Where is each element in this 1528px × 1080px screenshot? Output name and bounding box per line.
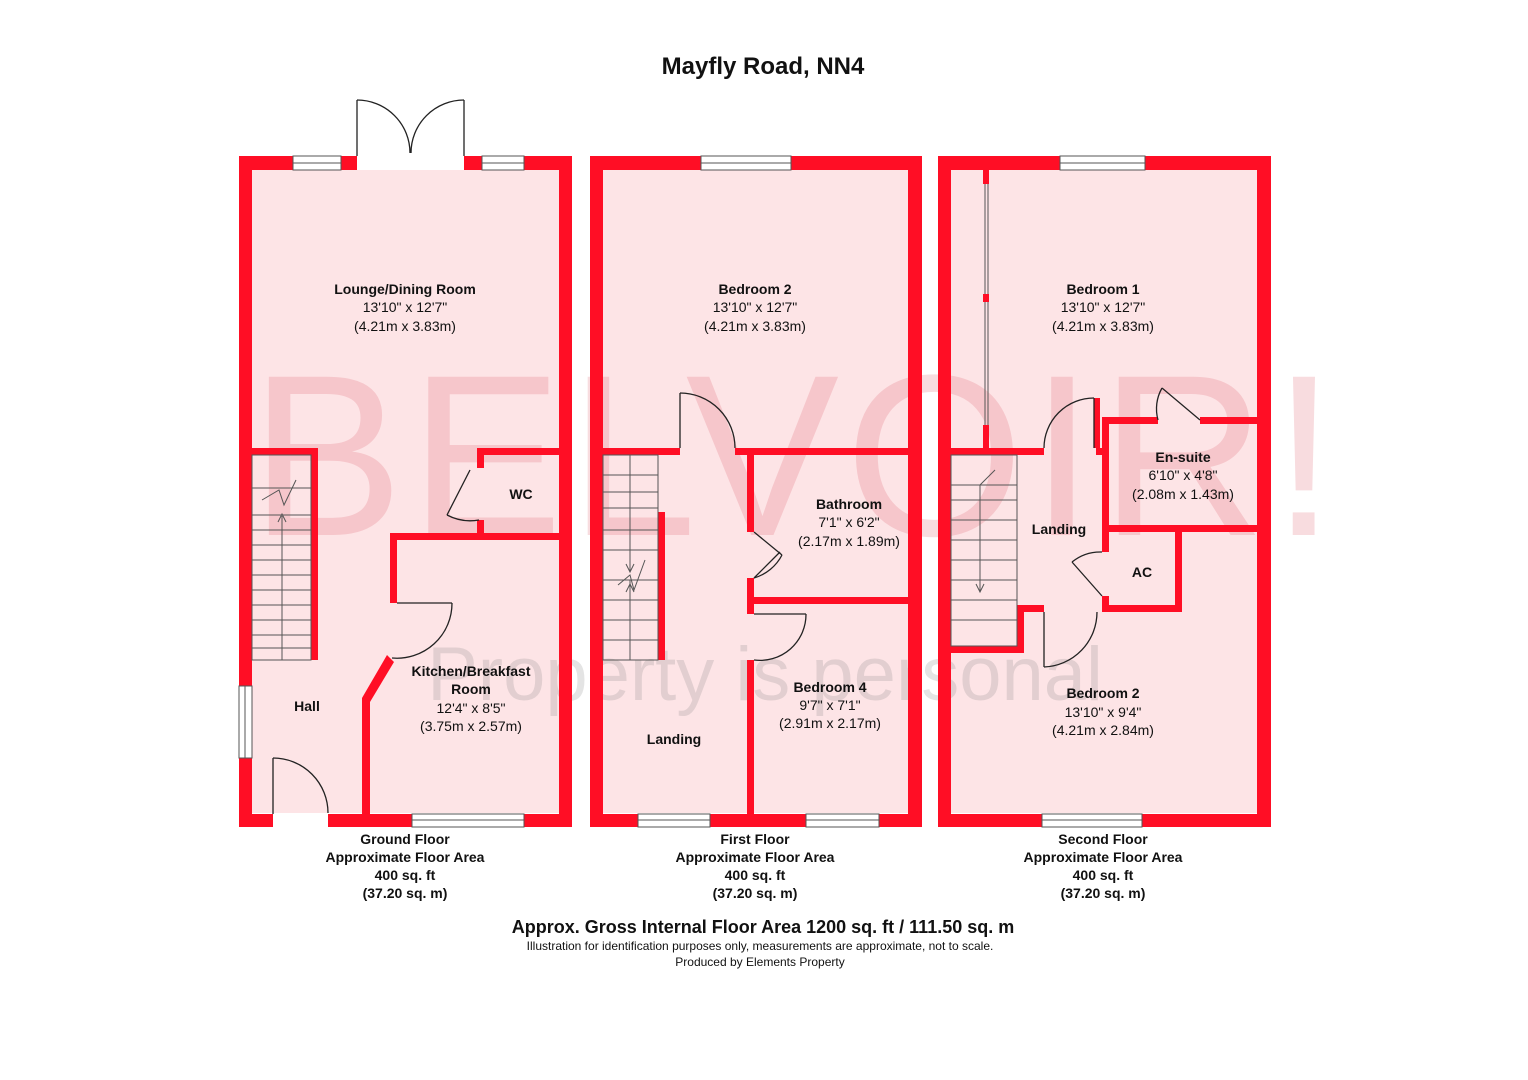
ground-floor-walls xyxy=(239,156,572,827)
floor-area-sqm: (37.20 sq. m) xyxy=(1061,885,1146,901)
room-name: Kitchen/Breakfast xyxy=(411,663,530,679)
watermark: BELVOIR! Property is personal xyxy=(250,327,1342,717)
room-dims-metric: (3.75m x 2.57m) xyxy=(420,718,522,734)
bedroom-2-door-icon xyxy=(679,392,736,449)
ac-door-icon xyxy=(1071,551,1103,597)
room-dims-imperial: 9'7" x 7'1" xyxy=(799,697,860,713)
room-name: Bathroom xyxy=(816,496,882,512)
room-dims-metric: (4.21m x 3.83m) xyxy=(1052,318,1154,334)
floor-area-label: Approximate Floor Area xyxy=(676,849,835,865)
room-name: Landing xyxy=(647,731,701,747)
room-dims-metric: (4.21m x 3.83m) xyxy=(354,318,456,334)
room-dims-imperial: 12'4" x 8'5" xyxy=(437,700,506,716)
room-dims-metric: (2.91m x 2.17m) xyxy=(779,715,881,731)
room-dims-imperial: 13'10" x 12'7" xyxy=(363,299,448,315)
room-dims-metric: (4.21m x 2.84m) xyxy=(1052,722,1154,738)
doors xyxy=(272,99,1201,814)
floor-area-sqft: 400 sq. ft xyxy=(725,867,786,883)
room-name: Bedroom 1 xyxy=(1066,281,1139,297)
stairs-ground-icon xyxy=(251,454,312,661)
floor-name: Ground Floor xyxy=(360,831,450,847)
room-dims-imperial: 13'10" x 9'4" xyxy=(1065,704,1142,720)
floor-name: First Floor xyxy=(720,831,790,847)
kitchen-door-icon xyxy=(391,602,453,659)
front-door-icon xyxy=(272,757,329,814)
room-dims-metric: (2.08m x 1.43m) xyxy=(1132,486,1234,502)
floor-area-label: Approximate Floor Area xyxy=(326,849,485,865)
room-name: WC xyxy=(509,486,532,502)
room-dims-metric: (4.21m x 3.83m) xyxy=(704,318,806,334)
first-floor-walls xyxy=(590,156,922,827)
floor-name: Second Floor xyxy=(1058,831,1148,847)
room-dims-metric: (2.17m x 1.89m) xyxy=(798,533,900,549)
watermark-brand: BELVOIR! xyxy=(250,327,1342,584)
floor-area-sqft: 400 sq. ft xyxy=(375,867,436,883)
room-dims-imperial: 13'10" x 12'7" xyxy=(1061,299,1146,315)
stairs-first-icon xyxy=(602,454,659,661)
wc-door-icon xyxy=(446,469,480,522)
room-name: En-suite xyxy=(1155,449,1210,465)
bedroom-2-second-door-icon xyxy=(1043,611,1098,668)
room-dims-imperial: 7'1" x 6'2" xyxy=(818,514,879,530)
first-floor-labels: Bedroom 2 13'10" x 12'7" (4.21m x 3.83m)… xyxy=(647,281,900,901)
en-suite-door-icon xyxy=(1155,387,1201,421)
floor-area-label: Approximate Floor Area xyxy=(1024,849,1183,865)
windows xyxy=(238,155,1146,828)
patio-door-icon xyxy=(356,99,465,156)
room-name: Lounge/Dining Room xyxy=(334,281,476,297)
producer-credit: Produced by Elements Property xyxy=(675,955,844,969)
room-name: Bedroom 2 xyxy=(718,281,791,297)
room-fills xyxy=(252,170,1257,813)
bedroom-4-door-icon xyxy=(753,613,807,662)
page-title: Mayfly Road, NN4 xyxy=(662,53,865,80)
room-name: Bedroom 4 xyxy=(793,679,866,695)
stairs-second-icon xyxy=(950,454,1018,647)
bathroom-door-icon xyxy=(753,531,783,579)
disclaimer: Illustration for identification purposes… xyxy=(527,939,994,953)
room-dims-imperial: 6'10" x 4'8" xyxy=(1149,467,1218,483)
second-floor-labels: Bedroom 1 13'10" x 12'7" (4.21m x 3.83m)… xyxy=(1024,281,1234,901)
floor-area-sqft: 400 sq. ft xyxy=(1073,867,1134,883)
room-name-line2: Room xyxy=(451,681,491,697)
footer: Approx. Gross Internal Floor Area 1200 s… xyxy=(512,917,1015,969)
gross-area: Approx. Gross Internal Floor Area 1200 s… xyxy=(512,917,1015,937)
room-name: Hall xyxy=(294,698,320,714)
room-name: Landing xyxy=(1032,521,1086,537)
room-dims-imperial: 13'10" x 12'7" xyxy=(713,299,798,315)
bedroom-1-door-icon xyxy=(1043,397,1095,449)
second-floor-walls xyxy=(938,156,1271,827)
room-name: AC xyxy=(1132,564,1152,580)
floor-area-sqm: (37.20 sq. m) xyxy=(363,885,448,901)
room-name: Bedroom 2 xyxy=(1066,685,1139,701)
floor-area-sqm: (37.20 sq. m) xyxy=(713,885,798,901)
ground-floor-labels: Lounge/Dining Room 13'10" x 12'7" (4.21m… xyxy=(294,281,533,901)
